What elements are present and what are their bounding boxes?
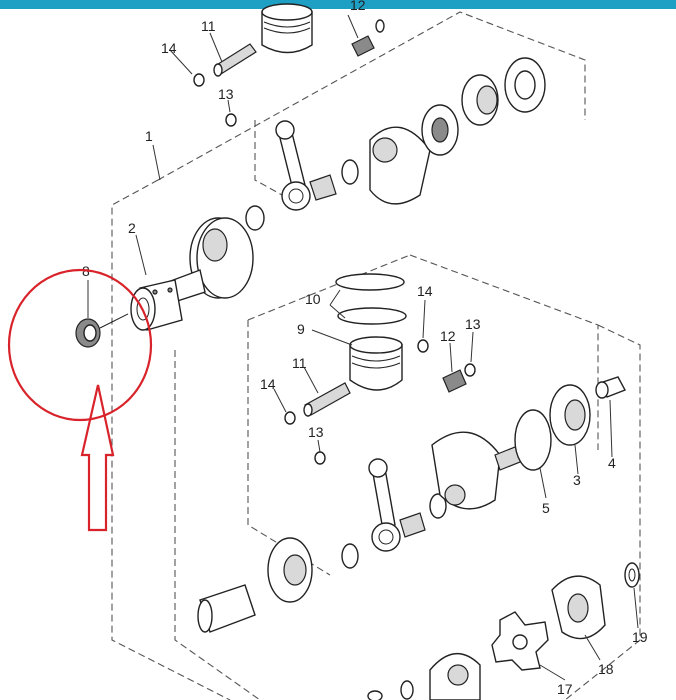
- label-part-19: 19: [632, 629, 648, 645]
- label-part-13-upper: 13: [218, 86, 234, 102]
- highlight-annotation: [7, 268, 153, 532]
- label-part-9: 9: [297, 321, 305, 337]
- label-part-11-upper: 11: [201, 18, 216, 34]
- label-part-1: 1: [145, 128, 153, 144]
- lower-piston-assembly: [197, 273, 640, 700]
- assembly-outline-upper: [111, 11, 586, 700]
- label-part-5: 5: [542, 500, 550, 516]
- label-part-12-lower: 12: [440, 328, 456, 344]
- label-part-2: 2: [128, 220, 136, 236]
- upper-piston-assembly: [193, 3, 546, 211]
- label-part-10: 10: [305, 291, 321, 307]
- label-part-14-right: 14: [417, 283, 433, 299]
- assembly-outline-inner: [409, 254, 599, 450]
- label-part-11-lower: 11: [292, 355, 307, 371]
- leader-lines: [87, 14, 639, 681]
- label-part-17: 17: [557, 681, 573, 697]
- label-part-4: 4: [608, 455, 616, 471]
- oil-seal-part-8: [75, 313, 129, 348]
- label-part-14-upper: 14: [161, 40, 177, 56]
- highlight-circle: [7, 268, 153, 422]
- top-accent-bar: [0, 0, 676, 9]
- label-part-13-lower: 13: [308, 424, 324, 440]
- label-part-18: 18: [598, 661, 614, 677]
- crankshaft-assembly: [130, 205, 265, 331]
- label-part-12-upper: 12: [350, 0, 366, 13]
- label-part-14-lower: 14: [260, 376, 276, 392]
- label-part-13-right: 13: [465, 316, 481, 332]
- highlight-arrow-icon: [80, 384, 115, 532]
- assembly-outline-lower: [174, 254, 641, 700]
- label-part-3: 3: [573, 472, 581, 488]
